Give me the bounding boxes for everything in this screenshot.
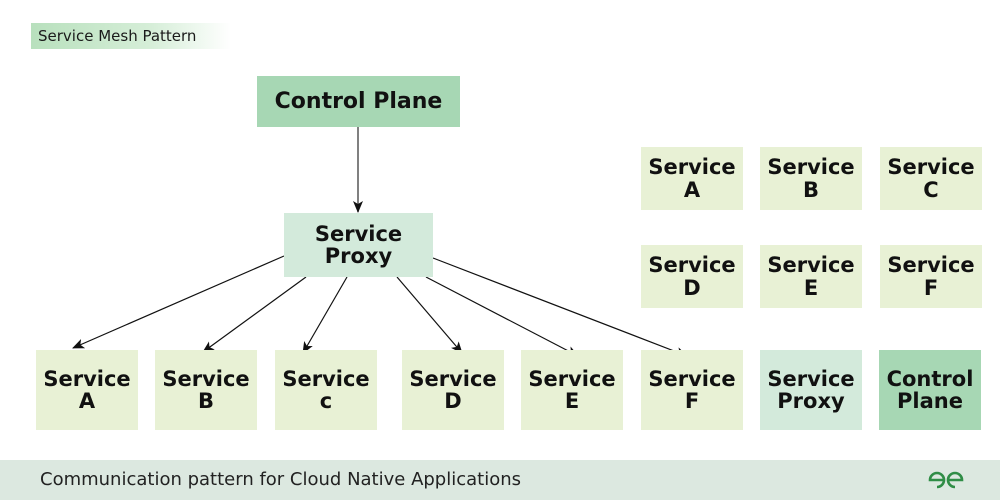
service-letter: F <box>923 275 939 300</box>
service-label: Service <box>43 366 131 391</box>
legend-control-plane: Control Plane <box>879 350 981 430</box>
service-label: Service <box>648 366 736 391</box>
service-b-node: Service B <box>155 350 257 430</box>
service-letter: E <box>564 389 580 413</box>
control-plane-node: Control Plane <box>257 76 460 127</box>
arrow-layer <box>72 127 688 357</box>
diagram-title: Service Mesh Pattern <box>31 23 231 49</box>
legend-control-line1: Control <box>886 366 974 391</box>
service-proxy-node: Service Proxy <box>284 213 433 277</box>
service-d-node: Service D <box>402 350 504 430</box>
grid-service-a: Service A <box>641 147 743 210</box>
arrow-proxy-to-service-c <box>302 276 348 354</box>
service-label: Service <box>528 366 616 391</box>
service-letter: D <box>444 389 462 413</box>
arrow-proxy-to-service-d <box>396 276 463 354</box>
legend-control-line2: Plane <box>897 389 963 413</box>
grid-service-b: Service B <box>760 147 862 210</box>
service-label: Service <box>648 155 736 180</box>
control-plane-label: Control Plane <box>274 88 443 114</box>
footer-bar: Communication pattern for Cloud Native A… <box>0 460 1000 500</box>
service-letter: E <box>803 275 819 300</box>
service-label: Service <box>162 366 250 391</box>
service-e-node: Service E <box>521 350 623 430</box>
service-letter: C <box>923 177 939 202</box>
grid-service-e: Service E <box>760 245 862 308</box>
service-label: Service <box>887 253 975 278</box>
legend-proxy-line2: Proxy <box>777 389 845 413</box>
service-label: Service <box>282 366 370 391</box>
service-proxy-label-line1: Service <box>314 221 403 246</box>
arrow-proxy-to-service-b <box>202 276 307 353</box>
grid-service-c: Service C <box>880 147 982 210</box>
service-letter: A <box>683 177 701 202</box>
arrow-proxy-to-service-f <box>432 257 688 357</box>
service-letter: B <box>197 389 214 413</box>
service-f-node: Service F <box>641 350 743 430</box>
service-letter: D <box>683 275 701 300</box>
grid-service-f: Service F <box>880 245 982 308</box>
service-proxy-label-line2: Proxy <box>324 244 393 268</box>
service-label: Service <box>767 155 855 180</box>
service-letter: B <box>802 177 819 202</box>
service-label: Service <box>887 155 975 180</box>
service-label: Service <box>648 253 736 278</box>
service-letter: F <box>684 389 700 413</box>
service-a-node: Service A <box>36 350 138 430</box>
footer-caption: Communication pattern for Cloud Native A… <box>40 469 522 490</box>
service-label: Service <box>409 366 497 391</box>
service-letter: c <box>319 389 333 413</box>
gfg-logo-icon <box>928 471 964 489</box>
legend-proxy-line1: Service <box>767 366 855 391</box>
arrow-proxy-to-service-e <box>425 276 579 357</box>
service-c-node: Service c <box>275 350 377 430</box>
service-letter: A <box>78 389 96 413</box>
legend-service-proxy: Service Proxy <box>760 350 862 430</box>
service-label: Service <box>767 253 855 278</box>
arrow-proxy-to-service-a <box>72 255 285 349</box>
grid-service-d: Service D <box>641 245 743 308</box>
